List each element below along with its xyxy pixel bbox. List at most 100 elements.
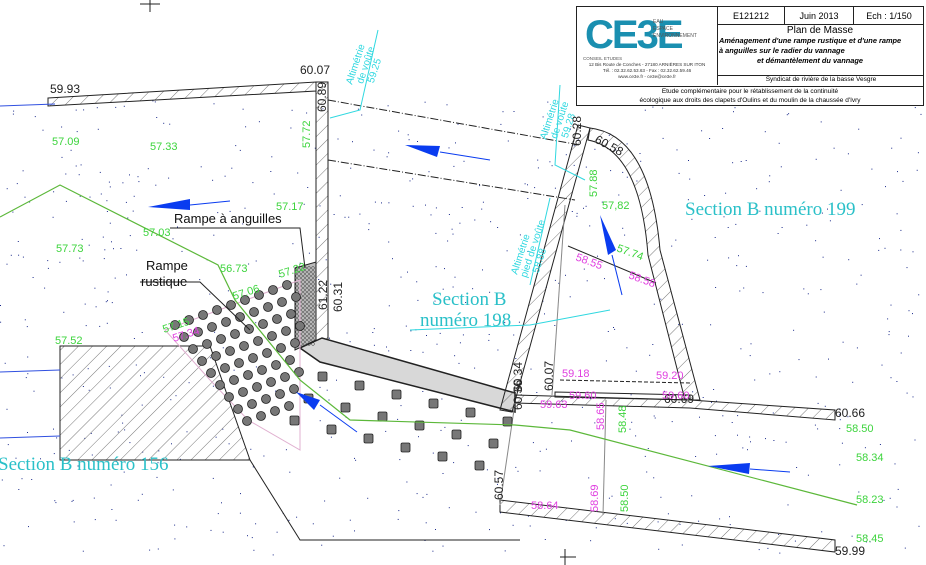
survey-dot (513, 334, 515, 336)
survey-dot (426, 493, 428, 495)
survey-dot (212, 179, 214, 181)
survey-dot (459, 222, 461, 224)
survey-dot (806, 224, 808, 226)
survey-dot (653, 415, 655, 417)
survey-dot (93, 497, 95, 499)
flow-arrow (296, 392, 358, 433)
survey-dot (545, 131, 547, 132)
survey-dot (897, 488, 899, 490)
elevation-label: 58.50 (619, 484, 631, 512)
survey-dot (63, 311, 65, 313)
elevation-label: 59.93 (50, 82, 80, 96)
survey-dot (767, 547, 769, 549)
survey-dot (107, 291, 109, 293)
survey-dot (902, 180, 904, 182)
rock (224, 392, 234, 402)
survey-dot (308, 252, 310, 254)
survey-dot (361, 114, 363, 116)
survey-dot (270, 171, 272, 172)
elevation-label: 58.50 (846, 423, 874, 435)
survey-dot (252, 466, 254, 468)
elevation-label: 59.20 (656, 370, 684, 382)
survey-dot (82, 260, 84, 262)
survey-dot (817, 402, 819, 404)
survey-dot (374, 201, 376, 203)
address-line: 12 Bis Route de Conches - 27180 ARNIÈRES… (588, 62, 706, 67)
survey-dot (348, 216, 350, 218)
rock (263, 302, 273, 312)
survey-dot (61, 156, 63, 158)
survey-dot (815, 158, 817, 160)
survey-dot (460, 419, 462, 421)
survey-dot (129, 235, 131, 237)
survey-dot (527, 251, 529, 252)
survey-dot (123, 105, 125, 107)
survey-dot (704, 195, 706, 196)
survey-dot (15, 457, 17, 459)
flow-arrow (405, 145, 491, 161)
drawing-title: Plan de Masse Aménagement d'une rampe ru… (717, 25, 923, 76)
survey-dot (779, 552, 781, 554)
eel-stud (307, 298, 311, 302)
eel-stud (303, 282, 307, 286)
survey-dot (530, 368, 532, 370)
survey-dot (653, 303, 655, 305)
rampe-rustique-label-1: Rampe (146, 258, 188, 273)
survey-dot (451, 228, 453, 230)
survey-dot (861, 204, 863, 206)
survey-dot (24, 319, 26, 321)
survey-dot (105, 301, 107, 303)
eel-stud (311, 306, 315, 310)
section-199-label: Section B numéro 199 (685, 199, 855, 220)
rock (258, 319, 268, 329)
survey-dot (168, 177, 170, 179)
eel-stud (311, 322, 315, 326)
survey-dot (920, 113, 922, 115)
water-line (0, 435, 61, 439)
survey-dot (425, 522, 427, 524)
survey-dot (89, 196, 91, 198)
eel-stud (311, 330, 315, 334)
survey-dot (422, 496, 424, 498)
eel-stud (311, 290, 315, 294)
concrete-block (363, 433, 374, 444)
survey-dot (109, 222, 111, 224)
rustic-ramp-rocks (170, 280, 305, 426)
survey-dot (442, 473, 444, 474)
survey-dot (141, 332, 143, 333)
survey-dot (306, 112, 308, 114)
altimetry-leader (529, 197, 551, 286)
elevation-label: 56.73 (220, 263, 248, 275)
survey-dot (822, 256, 824, 258)
survey-dot (181, 250, 183, 252)
water-line (0, 103, 56, 107)
survey-dot (349, 519, 351, 521)
survey-dot (111, 302, 113, 304)
survey-dot (422, 351, 424, 353)
survey-dot (488, 339, 490, 341)
elevation-label: 57.03 (143, 227, 171, 239)
survey-dot (416, 281, 418, 283)
survey-dot (440, 429, 442, 431)
survey-dot (640, 160, 642, 162)
survey-dot (779, 371, 781, 373)
concrete-block (451, 429, 462, 440)
survey-dot (611, 495, 613, 497)
altimetry-leader (554, 84, 586, 181)
eel-stud (311, 314, 315, 318)
survey-dot (255, 322, 257, 324)
study-description: Etude complémentaire pour le rétablissem… (577, 86, 923, 106)
rock (242, 416, 252, 426)
rock (282, 280, 292, 290)
rock (289, 384, 299, 394)
survey-dot (918, 525, 920, 527)
survey-dot (99, 171, 101, 173)
survey-dot (497, 478, 499, 479)
survey-dot (263, 455, 265, 457)
survey-dot (604, 278, 605, 280)
rock (275, 389, 285, 399)
survey-dot (65, 200, 67, 202)
rock (261, 394, 271, 404)
survey-dot (475, 511, 477, 513)
survey-dot (59, 261, 61, 263)
